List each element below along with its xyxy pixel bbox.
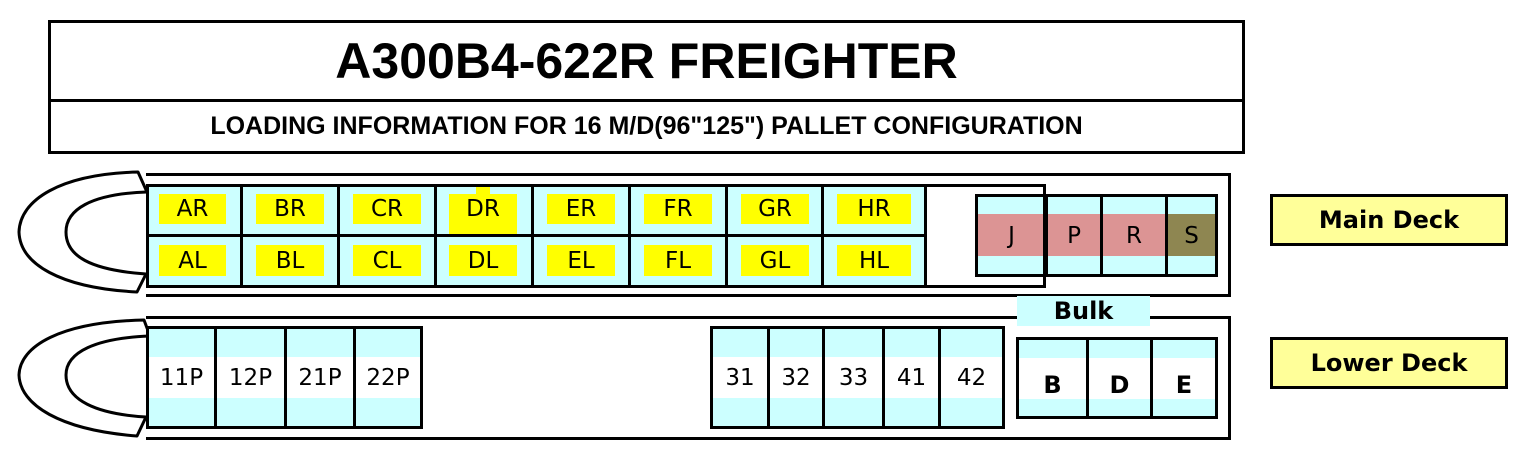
- position-21p[interactable]: 21P: [298, 364, 342, 391]
- divider: [353, 329, 356, 426]
- divider: [822, 329, 825, 426]
- divider: [284, 329, 287, 426]
- restricted-band: [978, 214, 1165, 256]
- divider: [882, 329, 885, 426]
- bulk-label: Bulk: [1017, 296, 1150, 326]
- special-band: [1165, 214, 1215, 256]
- position-label: AL: [159, 245, 226, 276]
- divider: [1086, 340, 1089, 416]
- main-deck-outline: [146, 173, 1231, 297]
- position-12p[interactable]: 12P: [228, 364, 273, 391]
- position-label: HL: [837, 245, 911, 276]
- pallet-position-dl[interactable]: DL: [434, 234, 534, 288]
- position-label: BL: [256, 245, 324, 276]
- position-label: FL: [644, 245, 712, 276]
- divider: [1045, 197, 1048, 274]
- lower-deck-aft-hold: 31 32 33 41 42: [710, 326, 1005, 429]
- position-22p[interactable]: 22P: [366, 364, 410, 391]
- bulk-position-e[interactable]: E: [1175, 371, 1193, 399]
- position-label: DR: [449, 194, 517, 234]
- position-42[interactable]: 42: [956, 364, 987, 391]
- pallet-position-dr[interactable]: DR: [434, 184, 534, 237]
- bulk-position-d[interactable]: D: [1109, 371, 1130, 399]
- lower-deck-top-line-right: [1150, 316, 1231, 319]
- lower-deck-forward-hold: 11P 12P 21P 22P: [146, 326, 423, 429]
- position-label: BR: [256, 194, 324, 224]
- lower-deck-top-line: [146, 316, 1018, 319]
- page-title: A300B4-622R FREIGHTER: [51, 23, 1242, 102]
- position-label: CR: [353, 194, 421, 224]
- divider: [1165, 197, 1168, 274]
- position-label: ER: [547, 194, 615, 224]
- pallet-position-gr[interactable]: GR: [725, 184, 824, 237]
- divider: [767, 329, 770, 426]
- page-subtitle: LOADING INFORMATION FOR 16 M/D(96"125") …: [210, 112, 1083, 140]
- position-label: EL: [547, 245, 615, 276]
- position-s[interactable]: S: [1184, 222, 1199, 249]
- pallet-position-fl[interactable]: FL: [628, 234, 728, 288]
- main-deck-aft-positions: J P R S: [975, 194, 1218, 277]
- pallet-position-hl[interactable]: HL: [821, 234, 927, 288]
- divider: [1150, 340, 1153, 416]
- pallet-position-cr[interactable]: CR: [337, 184, 437, 237]
- divider: [938, 329, 941, 426]
- divider: [214, 329, 217, 426]
- bulk-hold: B D E: [1016, 337, 1218, 419]
- position-label: GR: [741, 194, 809, 224]
- position-j[interactable]: J: [1008, 222, 1015, 249]
- lower-deck-right-line: [1228, 316, 1231, 440]
- title-block: A300B4-622R FREIGHTER LOADING INFORMATIO…: [48, 20, 1245, 154]
- lower-deck-label: Lower Deck: [1270, 337, 1508, 389]
- position-label: CL: [353, 245, 421, 276]
- position-31[interactable]: 31: [725, 364, 755, 391]
- position-label: HR: [837, 194, 911, 224]
- position-r[interactable]: R: [1126, 222, 1142, 249]
- white-band: [1019, 358, 1215, 399]
- position-label: AR: [159, 194, 226, 224]
- white-band: [713, 357, 1002, 398]
- position-11p[interactable]: 11P: [159, 364, 204, 391]
- lower-deck-bottom-line: [146, 437, 1231, 440]
- position-label: DL: [449, 245, 517, 276]
- divider: [1100, 197, 1103, 274]
- position-label: FR: [644, 194, 712, 224]
- position-label: GL: [741, 245, 809, 276]
- position-marker: [476, 187, 490, 197]
- nose-door-arrows: [17, 170, 152, 438]
- bulk-position-b[interactable]: B: [1043, 371, 1062, 399]
- position-33[interactable]: 33: [838, 364, 869, 391]
- main-deck-label: Main Deck: [1270, 194, 1508, 246]
- pallet-position-br[interactable]: BR: [240, 184, 340, 237]
- lower-deck-nose-arrow-icon: [17, 318, 152, 438]
- main-deck-nose-arrow-icon: [17, 170, 149, 294]
- position-41[interactable]: 41: [896, 364, 927, 391]
- main-deck-pallet-frame: [146, 184, 1046, 288]
- position-32[interactable]: 32: [781, 364, 811, 391]
- position-p[interactable]: P: [1067, 222, 1081, 249]
